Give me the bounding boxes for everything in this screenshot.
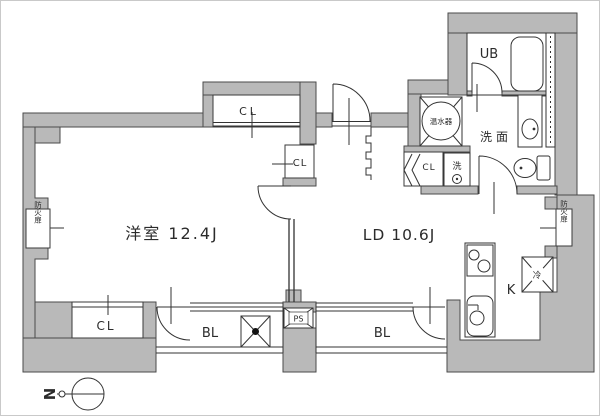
label-kitchen: K <box>507 283 516 298</box>
closet-top-box <box>212 94 301 128</box>
kitchen-sink-basin <box>469 310 485 326</box>
doors <box>156 62 518 341</box>
wall-entrance-left <box>315 112 333 128</box>
vanity-faucet <box>532 127 536 131</box>
wall-top-right-band <box>447 12 578 34</box>
wall-col-bottomcl-left <box>34 301 73 339</box>
wall-step-right-b <box>544 245 558 259</box>
balcony-left-rail <box>156 346 283 354</box>
wall-washroom-bottom-b <box>516 185 558 195</box>
closet-wet-bifold-door <box>403 153 421 187</box>
wall-entrance-right <box>370 112 409 128</box>
compass-north-label: N <box>40 388 58 401</box>
unit-bath-door <box>471 62 503 94</box>
toilet-tank <box>536 155 551 181</box>
label-closet-top: CL <box>239 105 259 118</box>
compass-pivot <box>58 390 66 398</box>
labels: 洋室 12.4J LD 10.6J UB 洗面 温水器 洗 K 冷 PS CL … <box>33 47 568 341</box>
label-balcony-left: BL <box>202 326 219 341</box>
water-heater-circle <box>421 101 461 141</box>
closet-hall-box <box>284 144 315 179</box>
wall-washroom-bottom-a <box>420 185 479 195</box>
label-closet-bottom: CL <box>96 319 115 333</box>
label-water-heater: 温水器 <box>430 116 453 126</box>
entrance-door <box>332 83 371 122</box>
balcony-right-rail <box>316 346 447 354</box>
refrigerator-label-bg <box>528 265 546 283</box>
washing-machine-drain-dot <box>455 177 459 181</box>
label-washing-machine: 洗 <box>452 160 461 172</box>
kitchen-faucet <box>468 304 479 310</box>
washing-machine-box <box>443 152 471 187</box>
pipe-space <box>283 307 314 329</box>
label-closet-wet: CL <box>422 163 435 173</box>
balcony-left-door <box>156 306 191 341</box>
label-fire-door-right: 防火扉 <box>559 198 568 223</box>
label-balcony-right: BL <box>374 326 391 341</box>
label-refrigerator: 冷 <box>533 270 542 281</box>
wall-ps-pillar <box>282 327 317 373</box>
stove <box>466 244 494 277</box>
washroom-door <box>478 155 518 195</box>
wall-right-upper <box>554 32 578 196</box>
duct-strip <box>545 32 556 148</box>
balcony-drain <box>240 315 271 348</box>
genkan-step-edge <box>365 127 372 180</box>
wall-step-topleft <box>34 126 61 144</box>
wall-hall-column <box>407 93 422 147</box>
toilet-detail <box>519 166 523 170</box>
wall-top-west <box>22 112 211 128</box>
stove-burner-1 <box>468 249 480 261</box>
fire-door-left-box <box>25 208 51 249</box>
outer-walls <box>22 12 595 373</box>
wall-step-right-a <box>544 196 558 210</box>
water-heater <box>419 96 463 147</box>
toilet-bowl <box>513 158 537 178</box>
label-unit-bath: UB <box>480 47 498 62</box>
label-washroom: 洗面 <box>480 130 512 144</box>
wall-centercl-cap <box>282 177 317 187</box>
washing-machine <box>443 152 471 187</box>
label-living-dining: LD 10.6J <box>363 226 436 244</box>
toilet <box>513 155 551 181</box>
label-pipe-space: PS <box>294 315 304 324</box>
wall-col-bottomcl-right <box>142 301 157 339</box>
label-western-room: 洋室 12.4J <box>125 224 218 243</box>
balcony-right-door <box>412 306 446 340</box>
wall-wet-mid <box>403 145 471 153</box>
wall-closet-top-colR <box>299 81 317 145</box>
fixtures <box>25 32 573 348</box>
wall-porch-band <box>407 79 449 95</box>
western-room-door <box>257 185 292 220</box>
bathtub <box>510 36 544 92</box>
compass: N <box>40 377 105 411</box>
wall-closet-top-band <box>202 81 317 96</box>
window-balcony-right <box>316 302 413 312</box>
refrigerator-space <box>521 256 554 293</box>
stove-burner-2 <box>477 259 491 273</box>
washing-machine-drain-ring <box>452 174 462 184</box>
kitchen-counter <box>464 242 496 338</box>
vanity-sink <box>517 94 543 148</box>
entrance-threshold <box>332 121 371 127</box>
vanity-basin <box>521 118 539 140</box>
pipe-space-label-bg <box>288 311 309 325</box>
drain-dot <box>252 328 259 335</box>
label-closet-hall: CL <box>293 158 308 169</box>
kitchen-sink <box>466 295 494 337</box>
wall-closet-top-colL <box>202 94 214 128</box>
window-balcony-left <box>190 302 283 312</box>
wall-block-bottom-left <box>22 337 157 373</box>
wall-ub-column <box>447 32 468 96</box>
label-fire-door-left: 防火扉 <box>33 199 42 224</box>
fire-door-right-box <box>555 208 573 247</box>
